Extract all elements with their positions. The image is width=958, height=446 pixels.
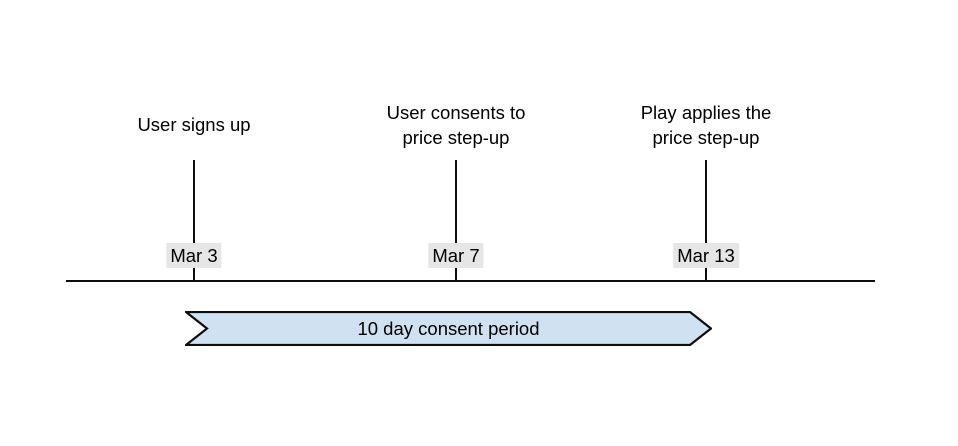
event-tick-apply (705, 160, 707, 280)
arrow-polygon (185, 311, 712, 346)
event-label-signup: User signs up (137, 112, 250, 137)
consent-period-band: 10 day consent period (185, 311, 712, 346)
event-date-consent: Mar 7 (428, 243, 484, 268)
consent-period-arrow-shape (185, 311, 712, 346)
event-date-signup: Mar 3 (166, 243, 222, 268)
event-label-consent: User consents to price step-up (387, 100, 526, 150)
event-date-apply: Mar 13 (673, 243, 739, 268)
event-label-line1: User signs up (137, 114, 251, 135)
timeline-axis (66, 280, 875, 282)
event-label-line2: price step-up (652, 127, 760, 148)
event-label-apply: Play applies the price step-up (641, 100, 772, 150)
event-tick-signup (193, 160, 195, 280)
event-label-line2: price step-up (402, 127, 510, 148)
event-label-line1: User consents to (386, 102, 526, 123)
event-label-line1: Play applies the (640, 102, 772, 123)
consent-period-label: 10 day consent period (357, 317, 540, 339)
event-tick-consent (455, 160, 457, 280)
